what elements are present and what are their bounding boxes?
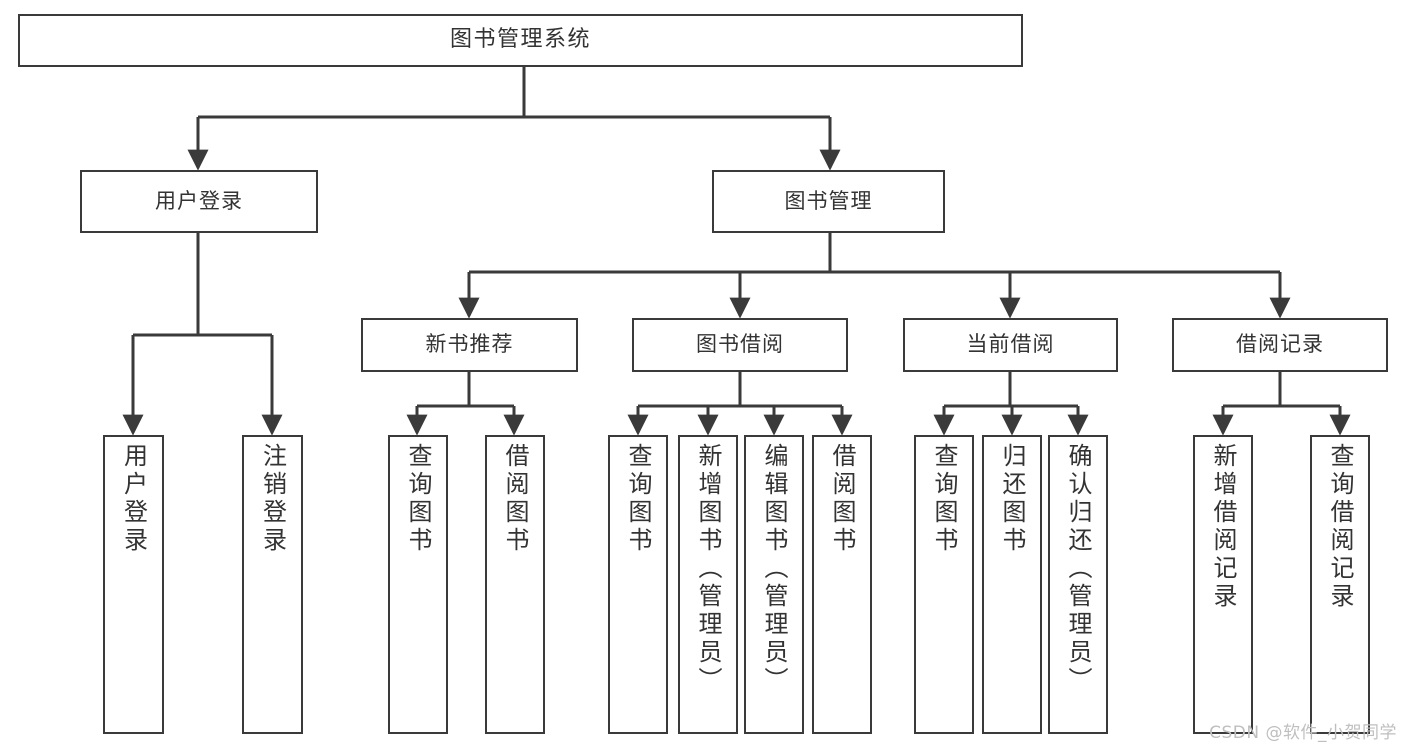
node-label: 查询借阅记录	[1326, 443, 1354, 611]
node-label: 编辑图书（管理员）	[760, 443, 788, 695]
leaf-return-book[interactable]: 归还图书	[982, 435, 1042, 734]
node-label: 查询图书	[624, 443, 652, 555]
node-label: 查询图书	[930, 443, 958, 555]
node-current-borrowing[interactable]: 当前借阅	[903, 318, 1118, 372]
node-label: 图书借阅	[696, 332, 784, 357]
leaf-borrow-book-borrowing[interactable]: 借阅图书	[812, 435, 872, 734]
node-label: 用户登录	[119, 443, 148, 555]
node-label: 归还图书	[998, 443, 1026, 555]
csdn-watermark: CSDN @软件_小贺同学	[1209, 723, 1397, 743]
leaf-query-borrowing-record[interactable]: 查询借阅记录	[1310, 435, 1370, 734]
node-new-book-recommendation[interactable]: 新书推荐	[361, 318, 578, 372]
node-user-login[interactable]: 用户登录	[80, 170, 318, 233]
leaf-confirm-return-admin[interactable]: 确认归还（管理员）	[1048, 435, 1108, 734]
node-label: 新增借阅记录	[1209, 443, 1237, 611]
node-label: 新书推荐	[425, 332, 514, 357]
node-borrowing-record[interactable]: 借阅记录	[1172, 318, 1388, 372]
node-book-borrowing[interactable]: 图书借阅	[632, 318, 848, 372]
node-label: 图书管理系统	[449, 27, 591, 53]
leaf-query-book-current[interactable]: 查询图书	[914, 435, 974, 734]
leaf-edit-book-admin[interactable]: 编辑图书（管理员）	[744, 435, 804, 734]
leaf-query-book-borrowing[interactable]: 查询图书	[608, 435, 668, 734]
node-label: 图书管理	[784, 188, 873, 213]
node-label: 确认归还（管理员）	[1064, 443, 1092, 695]
node-label: 借阅图书	[501, 443, 529, 555]
node-label: 当前借阅	[966, 332, 1055, 357]
leaf-query-book-recommendation[interactable]: 查询图书	[388, 435, 448, 734]
leaf-logout[interactable]: 注销登录	[242, 435, 303, 734]
leaf-borrow-book-recommendation[interactable]: 借阅图书	[485, 435, 545, 734]
node-label: 借阅记录	[1236, 332, 1324, 357]
leaf-add-book-admin[interactable]: 新增图书（管理员）	[678, 435, 738, 734]
leaf-user-login[interactable]: 用户登录	[103, 435, 164, 734]
leaf-add-borrowing-record[interactable]: 新增借阅记录	[1193, 435, 1253, 734]
node-label: 注销登录	[258, 443, 287, 555]
node-label: 借阅图书	[828, 443, 856, 555]
node-label: 查询图书	[404, 443, 432, 555]
node-label: 新增图书（管理员）	[694, 443, 722, 695]
node-book-management[interactable]: 图书管理	[712, 170, 945, 233]
node-root-book-management-system[interactable]: 图书管理系统	[18, 14, 1023, 67]
node-label: 用户登录	[155, 188, 243, 213]
